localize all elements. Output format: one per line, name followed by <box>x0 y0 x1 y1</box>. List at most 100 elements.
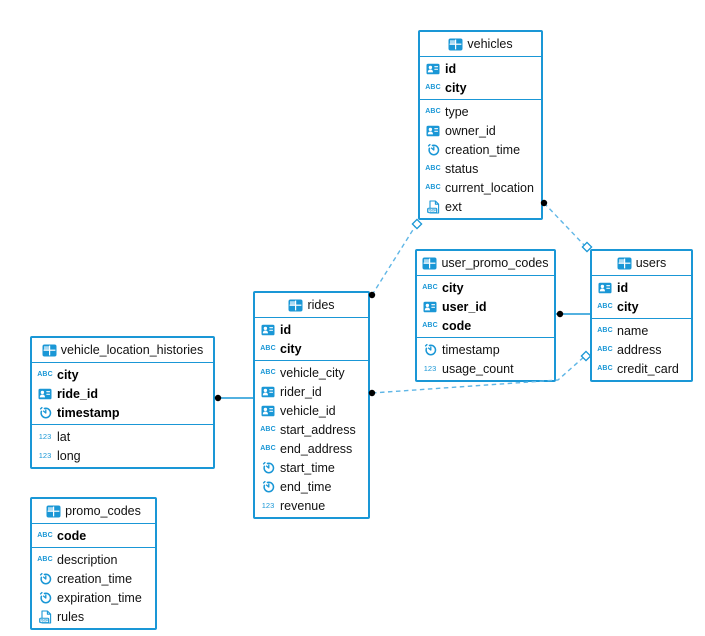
field-name: ride_id <box>57 386 98 401</box>
text-icon: ABC <box>597 346 613 353</box>
timestamp-icon <box>260 461 276 474</box>
text-icon: ABC <box>597 303 613 310</box>
table-header-users[interactable]: users <box>592 251 691 276</box>
table-icon <box>288 299 303 312</box>
table-header-user_promo_codes[interactable]: user_promo_codes <box>417 251 554 276</box>
table-header-rides[interactable]: rides <box>255 293 368 318</box>
field-name: vehicle_city <box>280 365 345 380</box>
relation-rides-vehicles[interactable] <box>368 218 423 299</box>
timestamp-icon <box>37 591 53 604</box>
table-name: vehicle_location_histories <box>60 343 204 357</box>
field-promo_codes-creation_time[interactable]: creation_time <box>32 569 155 588</box>
field-vehicle_location_histories-ride_id[interactable]: ride_id <box>32 384 213 403</box>
field-vehicles-status[interactable]: ABC status <box>420 159 541 178</box>
field-vehicles-id[interactable]: id <box>420 59 541 78</box>
field-rides-rider_id[interactable]: rider_id <box>255 382 368 401</box>
relation-vehicle_location_histories-rides[interactable] <box>214 394 253 402</box>
table-icon <box>422 257 437 270</box>
field-name: revenue <box>280 498 326 513</box>
json-icon: JSON <box>425 199 441 214</box>
table-header-vehicle_location_histories[interactable]: vehicle_location_histories <box>32 338 213 363</box>
table-header-promo_codes[interactable]: promo_codes <box>32 499 155 524</box>
field-rides-end_time[interactable]: end_time <box>255 477 368 496</box>
field-promo_codes-expiration_time[interactable]: expiration_time <box>32 588 155 607</box>
field-name: code <box>57 528 87 543</box>
relation-vehicles-users[interactable] <box>540 199 593 253</box>
field-vehicle_location_histories-timestamp[interactable]: timestamp <box>32 403 213 422</box>
uuid-icon <box>597 282 613 294</box>
field-name: usage_count <box>442 361 514 376</box>
field-vehicles-creation_time[interactable]: creation_time <box>420 140 541 159</box>
field-vehicles-owner_id[interactable]: owner_id <box>420 121 541 140</box>
timestamp-icon <box>425 143 441 156</box>
field-rides-vehicle_id[interactable]: vehicle_id <box>255 401 368 420</box>
text-icon: ABC <box>260 426 276 433</box>
text-icon: ABC <box>260 345 276 352</box>
relation-line <box>543 202 587 248</box>
uuid-icon <box>422 301 438 313</box>
field-name: id <box>617 280 629 295</box>
field-name: type <box>445 104 469 119</box>
text-icon: ABC <box>422 284 438 291</box>
relation-user_promo_codes-users[interactable] <box>556 310 590 318</box>
uuid-icon <box>260 386 276 398</box>
relation-dot <box>556 310 564 318</box>
table-name: vehicles <box>467 37 513 51</box>
uuid-icon <box>425 63 441 75</box>
text-icon: ABC <box>597 327 613 334</box>
field-user_promo_codes-user_id[interactable]: user_id <box>417 297 554 316</box>
table-name: user_promo_codes <box>441 256 549 270</box>
field-name: current_location <box>445 180 534 195</box>
field-user_promo_codes-timestamp[interactable]: timestamp <box>417 340 554 359</box>
table-name: users <box>635 256 667 270</box>
relation-line <box>371 224 417 296</box>
table-icon <box>617 257 632 270</box>
field-users-id[interactable]: id <box>592 278 691 297</box>
text-icon: ABC <box>260 445 276 452</box>
field-name: id <box>445 61 457 76</box>
field-rides-start_time[interactable]: start_time <box>255 458 368 477</box>
field-name: status <box>445 161 479 176</box>
text-icon: ABC <box>425 165 441 172</box>
field-name: rules <box>57 609 85 624</box>
table-header-vehicles[interactable]: vehicles <box>420 32 541 57</box>
table-icon <box>42 344 57 357</box>
timestamp-icon <box>37 406 53 419</box>
number-icon: 123 <box>38 432 52 441</box>
text-icon: ABC <box>37 371 53 378</box>
field-rides-id[interactable]: id <box>255 320 368 339</box>
